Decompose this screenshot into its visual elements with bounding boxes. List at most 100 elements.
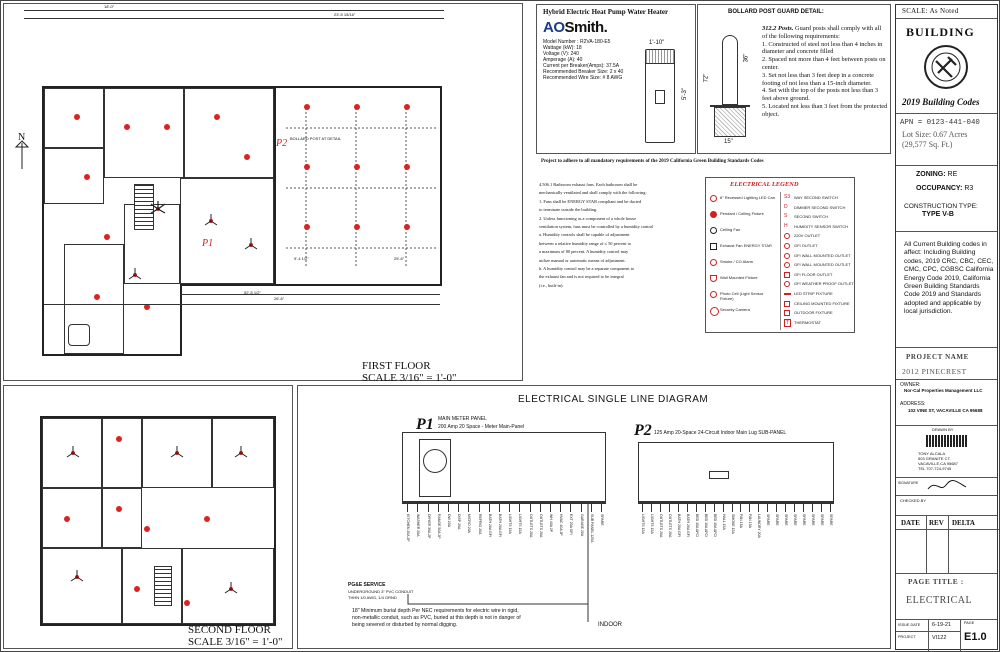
indoor-label: INDOOR — [598, 622, 622, 628]
p2-circuit-label: SPARE — [819, 514, 824, 526]
garage-wiring — [286, 108, 436, 268]
legend-label: OUTDOOR FIXTURE — [794, 310, 833, 316]
p2-circuit-line — [740, 504, 742, 512]
water-heater-spec: Hybrid Electric Heat Pump Water Heater A… — [536, 4, 696, 154]
legend-label: GFI WEATHER PROOF OUTLET — [794, 281, 854, 287]
legend-label: GFI FLOOR OUTLET — [794, 271, 833, 277]
p2-circuit-label: LIGHTS 15A — [641, 514, 646, 534]
checked-by-label: CHECKED BY — [900, 498, 927, 503]
signature-label: SIGNATURE — [898, 481, 919, 485]
p2-circuit-label: LAUNDRY 20A — [757, 514, 762, 538]
outdoor-fixture-icon — [784, 310, 790, 317]
legend-row: 220V OUTLET — [784, 232, 854, 242]
spec-line: Recommended Wire Size: # 8 AWG — [543, 75, 623, 81]
legend-label: GFI WALL MOUNTED OUTLET — [794, 252, 851, 258]
zoning-row: ZONING: RE — [916, 171, 957, 178]
p1-circuit-line — [519, 504, 521, 512]
scale-label: SCALE: As Noted — [902, 7, 959, 15]
bath-note-line: to terminate outside the building. — [539, 207, 598, 213]
dim-bottom-4: 9'-4 1/2" — [294, 256, 309, 261]
legend-row: GFI WALL MOUNTED OUTLET — [784, 261, 854, 271]
legend-label: DIMMER SECOND SWITCH — [794, 204, 846, 210]
revision-table: DATE REV DELTA — [896, 515, 999, 573]
recessed-light-icon — [710, 195, 717, 202]
p2-circuit-line — [660, 504, 662, 512]
address-value: 102 VINE ST, VACAVILLE CA 95688 — [908, 408, 983, 413]
gfi-wall-outlet-icon — [784, 262, 790, 269]
drafter-tel: TEL 707-724-9745 — [918, 466, 952, 471]
ceiling-fixture-icon — [784, 300, 790, 307]
lot-size: Lot Size: 0.67 Acres — [902, 130, 968, 139]
second-floor-scale: SCALE 3/16" = 1'-0" — [188, 636, 283, 648]
drafter-logo — [926, 435, 968, 447]
p2-circuit-line — [642, 504, 644, 512]
page-label: PAGE — [964, 621, 975, 625]
switch-code: T — [784, 318, 792, 327]
p2-circuit-line — [722, 504, 724, 512]
bath-note-line: (i.e., built-in). — [539, 282, 564, 288]
legend-row: Photo Cell (Light Sensor Fixture) — [710, 290, 778, 306]
exhaust-fan-icon — [710, 243, 717, 250]
smoke-alarm-icon — [710, 259, 717, 266]
single-line-title: ELECTRICAL SINGLE LINE DIAGRAM — [518, 394, 709, 405]
legend-label: WAY SECOND SWITCH — [794, 195, 838, 200]
p2-circuit-label: OUTLETS 20A — [668, 514, 673, 538]
p1-bus — [402, 502, 606, 504]
spec-line: Wattage (kW): 18 — [543, 45, 582, 51]
switch-code: H — [784, 222, 788, 229]
p2-circuit-label: SPARE — [775, 514, 780, 526]
legend-row: GFI WALL MOUNTED OUTLET — [784, 252, 854, 262]
p1-circuit-line — [509, 504, 511, 512]
p1-circuit-line — [447, 504, 449, 512]
photo-cell-icon — [710, 291, 717, 298]
legend-label: LED STRIP FIXTURE — [794, 290, 833, 296]
p2-circuit-line — [802, 504, 804, 512]
p2-circuit-label: BED 15A AFCI — [703, 514, 708, 537]
p1-circuit-line — [560, 504, 562, 512]
legend-label: CEILING MOUNTED FIXTURE — [794, 300, 850, 306]
p1-circuit-line — [488, 504, 490, 512]
p2-circuit-label: BATH 20A GFI — [677, 514, 682, 537]
wall-fixture-icon — [710, 275, 717, 282]
p2-circuit-label: BED 15A AFCI — [694, 514, 699, 537]
p2-circuit-line — [820, 504, 822, 512]
first-floor-scale: SCALE 3/16" = 1'-0" — [362, 372, 457, 384]
project-code: VI122 — [932, 635, 947, 641]
bath-note-line: mechanically ventilated and shall comply… — [539, 190, 647, 196]
p2-circuit-line — [687, 504, 688, 512]
p2-circuit-line — [651, 504, 653, 512]
p2-circuit-line — [704, 504, 706, 512]
second-floor-title: SECOND FLOOR — [188, 624, 271, 636]
security-camera-icon — [710, 307, 719, 316]
bollard-heading: 312.2 Posts. Guard posts shall comply wi… — [762, 25, 888, 41]
zoning-label: ZONING: — [916, 171, 946, 178]
p2-circuit-label: HALL 15A — [721, 514, 726, 530]
burial-depth-note: 18" Minimum burial depth Per NEC require… — [352, 608, 521, 628]
issue-date-label: ISSUE DATE — [898, 623, 921, 627]
p1-subtitle: 200 Amp 20 Space - Meter Main-Panel — [438, 424, 525, 430]
drafter-address-2: VACAVILLE,CA 95687 — [918, 461, 958, 466]
legend-label: Exhaust Fan ENERGY STAR — [720, 243, 772, 248]
legend-label: THERMOSTAT — [794, 319, 821, 325]
water-heater-title: Hybrid Electric Heat Pump Water Heater — [543, 8, 669, 16]
panel-marker-p1: P1 — [202, 238, 214, 249]
p1-circuit-line — [468, 504, 470, 512]
p2-circuit-label: SPARE — [801, 514, 806, 526]
p2-circuit-line — [695, 504, 697, 512]
p2-circuit-label: SPARE — [792, 514, 797, 526]
legend-label: SECOND SWITCH — [794, 214, 828, 220]
bath-note-line: 1. Fans shall be ENERGY STAR compliant a… — [539, 198, 642, 204]
legend-row: LED STRIP FIXTURE — [784, 290, 854, 300]
legend-row: Ceiling Fan — [710, 226, 778, 242]
p1-circuit-line — [458, 504, 460, 512]
construction-label: CONSTRUCTION TYPE: — [904, 203, 978, 210]
ao-logo-text: Smith. — [564, 19, 608, 36]
drawn-by-label: DRAWN BY — [932, 427, 954, 432]
ceiling-fan-icon — [70, 570, 84, 582]
p2-circuit-label: SPARE — [828, 514, 833, 526]
p1-circuit-line — [600, 504, 602, 512]
